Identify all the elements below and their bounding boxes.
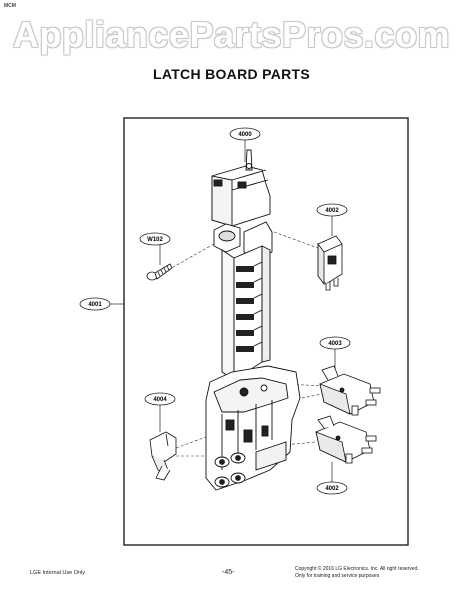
callout-w102: W102 bbox=[139, 232, 171, 246]
copyright-line: Copyright © 2016 LG Electronics. Inc. Al… bbox=[295, 566, 419, 572]
footer-internal-use: LGE Internal Use Only bbox=[30, 570, 86, 576]
latch-board-4000 bbox=[205, 149, 301, 491]
callout-4002-top-label: 4002 bbox=[325, 208, 339, 214]
callout-4000-label: 4000 bbox=[238, 132, 252, 138]
page-title: LATCH BOARD PARTS bbox=[152, 66, 310, 82]
watermark: AppliancePartsPros.com bbox=[12, 14, 451, 55]
page-number: -45- bbox=[222, 569, 235, 576]
callout-4000: 4000 bbox=[229, 127, 261, 141]
callout-4002-bottom-label: 4002 bbox=[325, 486, 339, 492]
callout-4002-top: 4002 bbox=[316, 203, 348, 217]
switch-4002-bottom bbox=[315, 415, 377, 464]
diagram-frame bbox=[123, 117, 409, 546]
callout-4001: 4001 bbox=[79, 297, 111, 311]
callout-4001-label: 4001 bbox=[88, 302, 102, 308]
usage-note-line: Only for training and service purposes bbox=[295, 572, 380, 579]
callout-w102-label: W102 bbox=[147, 237, 163, 243]
footer-copyright: Copyright © 2016 LG Electronics. Inc. Al… bbox=[295, 566, 419, 579]
lever-4004 bbox=[149, 431, 177, 481]
callout-4003-label: 4003 bbox=[328, 341, 342, 347]
callout-4004: 4004 bbox=[144, 392, 176, 406]
switch-4002-top bbox=[317, 235, 343, 291]
callout-4003: 4003 bbox=[319, 336, 351, 350]
callout-4004-label: 4004 bbox=[153, 397, 167, 403]
screw-w102 bbox=[146, 263, 173, 281]
callout-4002-bottom: 4002 bbox=[316, 481, 348, 495]
switch-4003 bbox=[319, 365, 381, 416]
corner-tag: MCM bbox=[4, 3, 16, 9]
